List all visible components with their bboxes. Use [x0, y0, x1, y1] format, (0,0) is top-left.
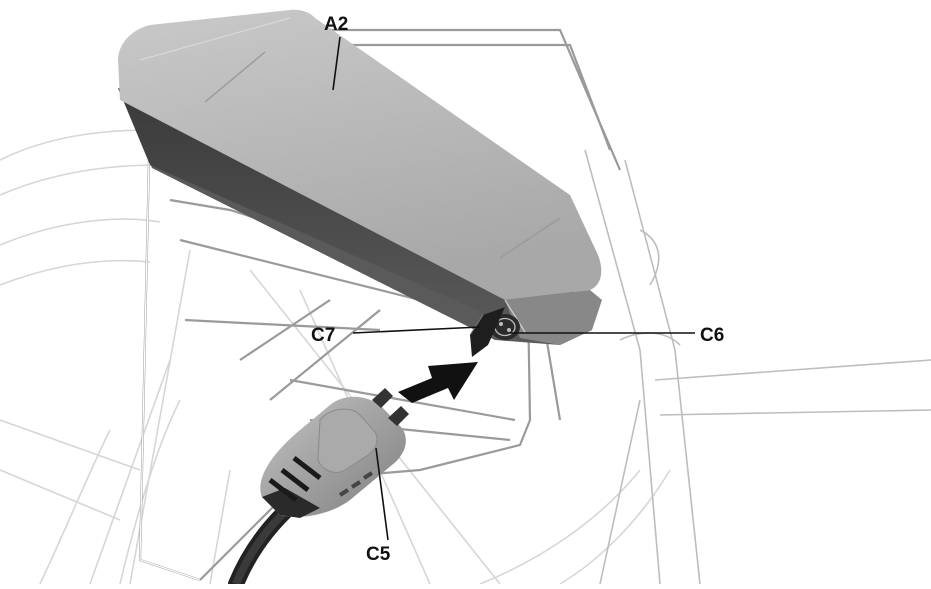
leader-c5 [375, 447, 389, 541]
battery-pack [118, 9, 602, 345]
insert-direction-arrow [398, 362, 478, 403]
label-c7: C7 [311, 325, 335, 346]
leader-lines [332, 36, 695, 541]
charger-plug [228, 388, 409, 589]
bicycle-frame-lineart [584, 149, 931, 585]
label-c6: C6 [700, 325, 724, 346]
label-c5: C5 [366, 544, 391, 565]
callout-labels: A2 C7 C6 C5 [311, 14, 724, 565]
label-a2: A2 [324, 14, 348, 35]
socket-cover [469, 307, 505, 357]
leader-c7 [352, 326, 481, 334]
leader-a2 [332, 36, 341, 91]
